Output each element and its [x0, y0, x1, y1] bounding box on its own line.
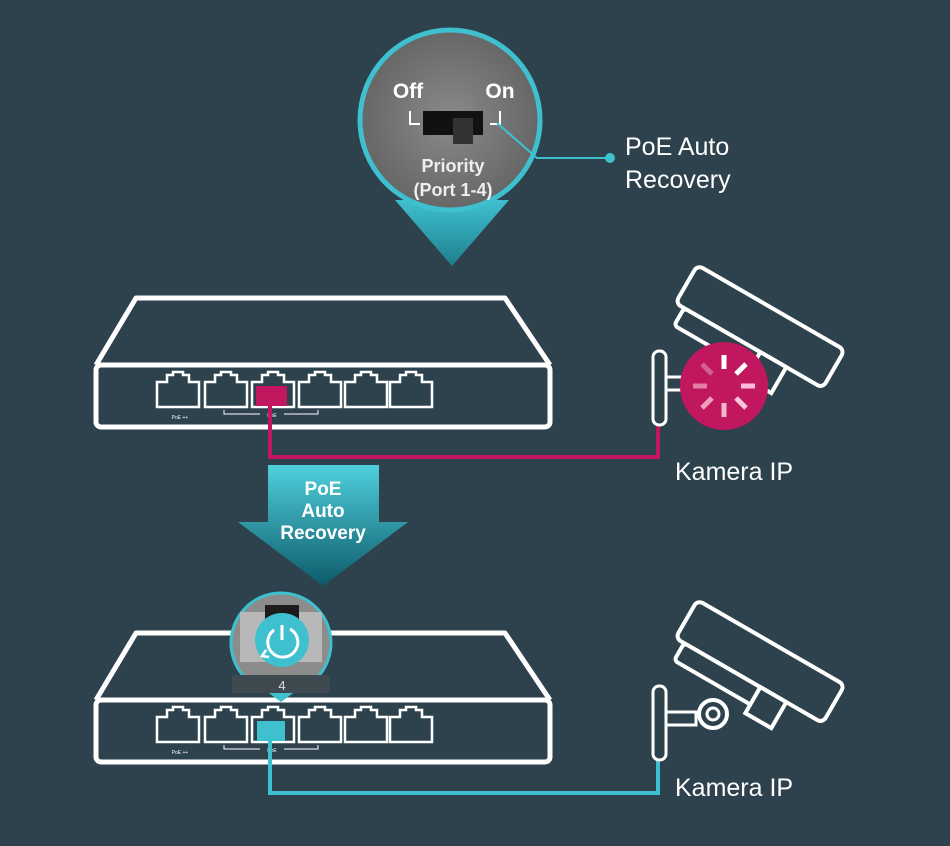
poe-label: PoE	[267, 413, 277, 419]
recovered-port	[257, 721, 285, 741]
camera-bottom	[651, 600, 845, 762]
camera-bottom-label: Kamera IP	[675, 774, 793, 802]
poe-plus-label: PoE ++	[172, 750, 189, 756]
arrow-label-line2: Auto	[301, 501, 344, 522]
zoom-callout-switch: Off On Priority (Port 1-4)	[357, 27, 543, 266]
cable-bottom	[268, 741, 660, 795]
feature-label-line1: PoE Auto	[625, 133, 729, 161]
leader-line	[496, 122, 610, 159]
recovery-arrow: PoE Auto Recovery	[238, 465, 408, 586]
cable-top	[268, 406, 660, 459]
failing-port	[256, 386, 287, 406]
arrow-label-line3: Recovery	[280, 523, 366, 544]
feature-label-line2: Recovery	[625, 166, 731, 194]
on-label: On	[485, 80, 514, 103]
poe-plus-label: PoE ++	[172, 415, 189, 421]
priority-label: Priority	[421, 156, 484, 176]
port-range-label: (Port 1-4)	[413, 180, 492, 200]
off-label: Off	[393, 80, 424, 103]
dip-switch[interactable]	[423, 111, 483, 144]
camera-top-label: Kamera IP	[675, 458, 793, 486]
switch-top: PoE ++ PoE	[93, 295, 553, 430]
zoom-callout-port: 4	[229, 591, 333, 702]
arrow-label-line1: PoE	[305, 479, 342, 500]
switch-brackets	[409, 111, 501, 125]
poe-label: PoE	[267, 748, 277, 754]
port-number: 4	[278, 678, 285, 693]
callout-pointer	[395, 200, 509, 266]
leader-dot	[605, 153, 615, 163]
camera-top	[651, 265, 845, 430]
